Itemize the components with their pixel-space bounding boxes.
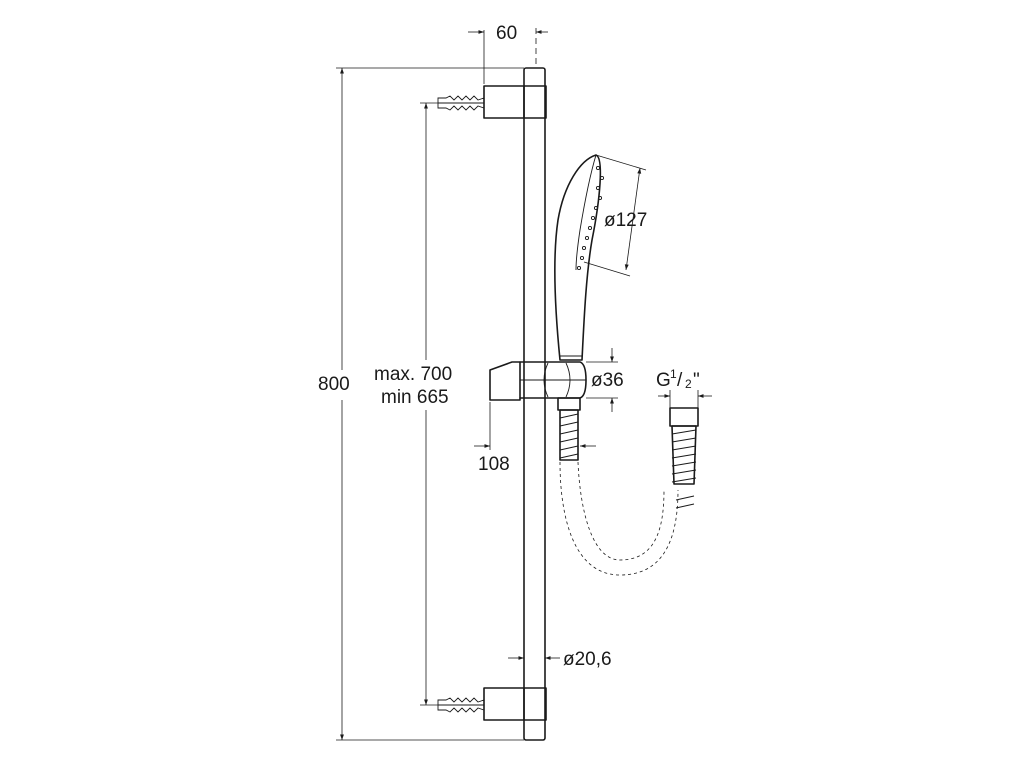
dim-wall-offset (468, 28, 548, 84)
dim-bracket-spacing (420, 102, 438, 706)
slide-bar (523, 67, 546, 741)
dim-slider-offset (474, 402, 596, 452)
dim-thread-label: G 1 / 2 " (656, 367, 700, 391)
dim-min-spacing-label: min 665 (381, 387, 449, 408)
thread-quote: " (693, 370, 700, 391)
shower-hose (559, 461, 679, 576)
dim-slider-offset-label: 108 (478, 454, 510, 475)
thread-slash: / (677, 370, 683, 391)
thread-g: G (656, 370, 671, 391)
bottom-wall-bracket (437, 687, 547, 721)
hose-end-fitting (669, 407, 699, 509)
dim-shower-head-label: ø127 (604, 210, 647, 231)
dim-holder (586, 348, 618, 412)
dim-bar-diameter-label: ø20,6 (563, 649, 612, 670)
hand-shower (554, 154, 605, 361)
thread-den: 2 (685, 377, 692, 391)
dim-shower-head (583, 154, 647, 277)
slider-holder (489, 361, 587, 401)
dim-thread (658, 390, 712, 408)
dim-total-height (336, 67, 524, 741)
dim-max-spacing-label: max. 700 (374, 364, 452, 385)
dim-wall-offset-label: 60 (496, 23, 517, 44)
top-wall-bracket (437, 85, 547, 119)
spray-nozzles (576, 165, 605, 271)
thread-num: 1 (670, 367, 677, 381)
hose-connector (557, 397, 581, 461)
dim-holder-label: ø36 (591, 370, 624, 391)
dim-total-height-label: 800 (318, 374, 350, 395)
